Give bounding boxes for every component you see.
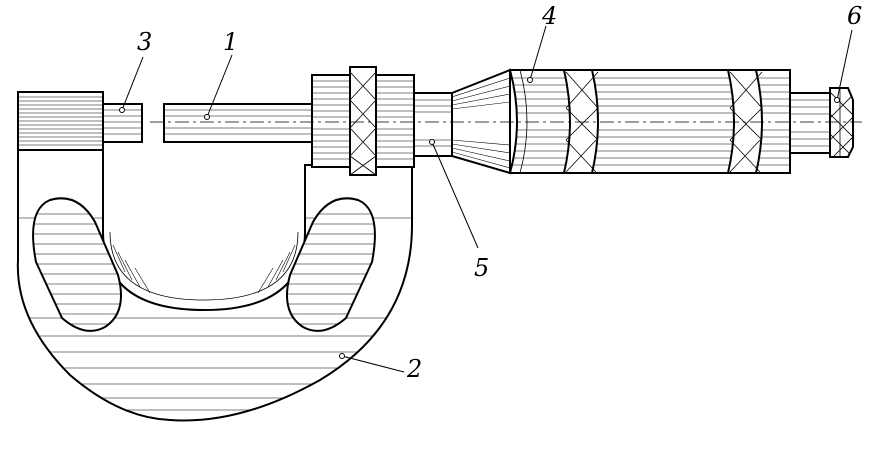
callout-1: 1 <box>204 28 238 120</box>
anvil-block <box>17 91 104 151</box>
anvil <box>102 103 143 143</box>
callout-label-5: 5 <box>474 254 489 282</box>
spindle <box>163 103 313 143</box>
callout-6: 6 <box>834 2 862 103</box>
callout-2: 2 <box>339 353 422 383</box>
callout-label-4: 4 <box>541 2 557 30</box>
callout-5: 5 <box>429 139 489 282</box>
lock-ring <box>349 66 377 176</box>
callout-label-3: 3 <box>137 28 152 56</box>
frame <box>16 149 413 422</box>
thimble-cone <box>451 68 511 175</box>
callout-label-1: 1 <box>223 28 238 56</box>
callout-label-6: 6 <box>847 2 862 30</box>
callout-4: 4 <box>527 2 557 83</box>
ratchet-cap <box>829 87 854 158</box>
callout-3: 3 <box>119 28 152 113</box>
ratchet-shaft <box>789 92 831 154</box>
callout-label-2: 2 <box>406 355 422 383</box>
thimble-knurl-band-1 <box>562 69 599 174</box>
sleeve <box>413 92 453 157</box>
thimble-knurl-band-2 <box>726 69 763 174</box>
